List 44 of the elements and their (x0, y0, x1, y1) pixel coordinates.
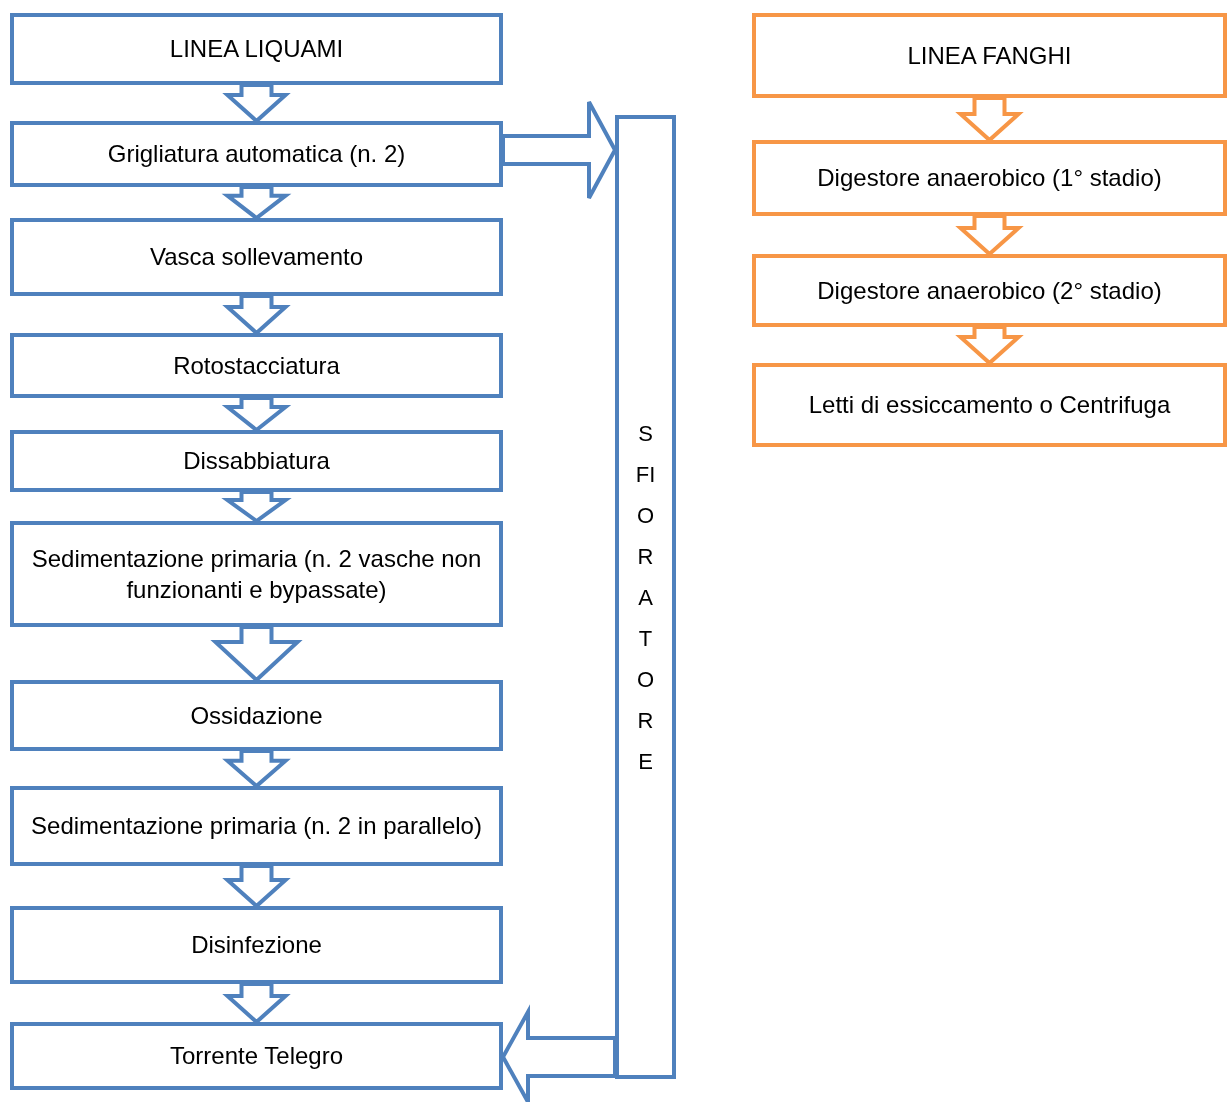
box-label: Rotostacciatura (173, 350, 340, 381)
box-label: Torrente Telegro (170, 1041, 343, 1072)
block-arrow (501, 100, 618, 200)
process-box (10, 786, 503, 866)
box-label: LINEA FANGHI (907, 40, 1072, 71)
box-label: Disinfezione (191, 930, 322, 961)
process-box (10, 430, 503, 492)
block-arrow (222, 294, 291, 336)
box-label: LINEA LIQUAMI (169, 34, 344, 65)
box-label: Vasca sollevamento (150, 242, 363, 273)
box-label: Digestore anaerobico (2° stadio) (817, 275, 1162, 306)
block-arrow (955, 96, 1024, 143)
box-label: Dissabbiatura (183, 446, 330, 477)
process-box (10, 680, 503, 751)
block-arrow (955, 325, 1024, 366)
box-label: Sedimentazione primaria (n. 2 in parallelo) (31, 811, 482, 842)
box-label: SFIORATORE (634, 419, 657, 776)
process-box (10, 521, 503, 627)
block-arrow (222, 982, 291, 1025)
box-label: Digestore anaerobico (1° stadio) (817, 163, 1162, 194)
process-box (752, 363, 1227, 447)
overflow-bar (615, 115, 676, 1079)
block-arrow (500, 1004, 617, 1102)
process-box (10, 218, 503, 296)
process-box (10, 906, 503, 984)
block-arrow (955, 214, 1024, 257)
process-box (10, 121, 503, 187)
box-label: Grigliatura automatica (n. 2) (107, 139, 406, 170)
block-arrow (221, 185, 292, 221)
process-box (10, 13, 503, 85)
block-arrow (221, 490, 292, 524)
block-arrow (221, 396, 292, 433)
box-label: Sedimentazione primaria (n. 2 vasche non funzionanti e bypassate) (30, 543, 483, 605)
process-box (752, 254, 1227, 327)
block-arrow (222, 83, 291, 124)
process-box (752, 140, 1227, 216)
block-arrow (222, 864, 291, 909)
block-arrow (222, 749, 291, 789)
box-label: Ossidazione (190, 700, 323, 731)
process-box (10, 333, 503, 398)
process-box (752, 13, 1227, 98)
block-arrow (210, 625, 303, 683)
box-label: Letti di essiccamento o Centrifuga (808, 390, 1171, 421)
process-box (10, 1022, 503, 1090)
